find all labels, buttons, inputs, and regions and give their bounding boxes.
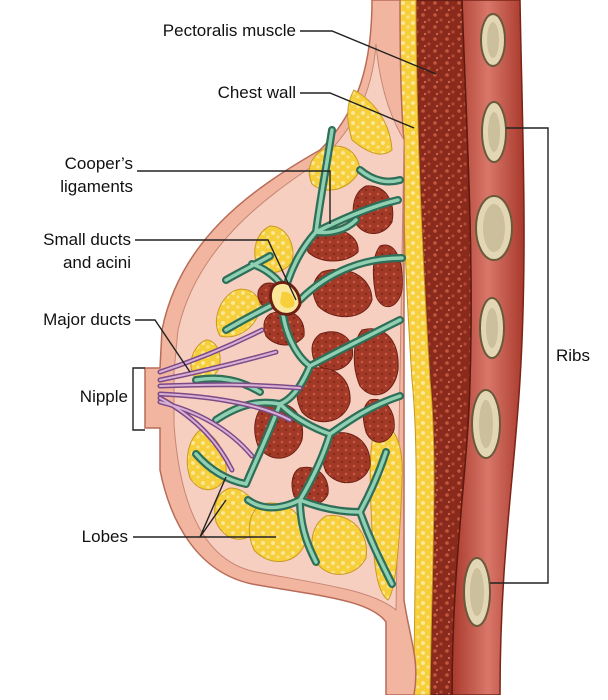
label-pectoralis-muscle: Pectoralis muscle: [96, 20, 296, 42]
label-major-ducts: Major ducts: [0, 309, 131, 331]
label-small-ducts-line2: and acini: [10, 252, 131, 274]
label-ribs: Ribs: [556, 345, 606, 367]
label-nipple: Nipple: [20, 386, 128, 408]
label-chest-wall: Chest wall: [120, 82, 296, 104]
label-lobes: Lobes: [20, 526, 128, 548]
label-coopers-line2: ligaments: [20, 176, 133, 198]
label-small-ducts-line1: Small ducts: [10, 229, 131, 251]
leader-nipple-bracket: [133, 368, 145, 430]
label-coopers-line1: Cooper’s: [20, 153, 133, 175]
